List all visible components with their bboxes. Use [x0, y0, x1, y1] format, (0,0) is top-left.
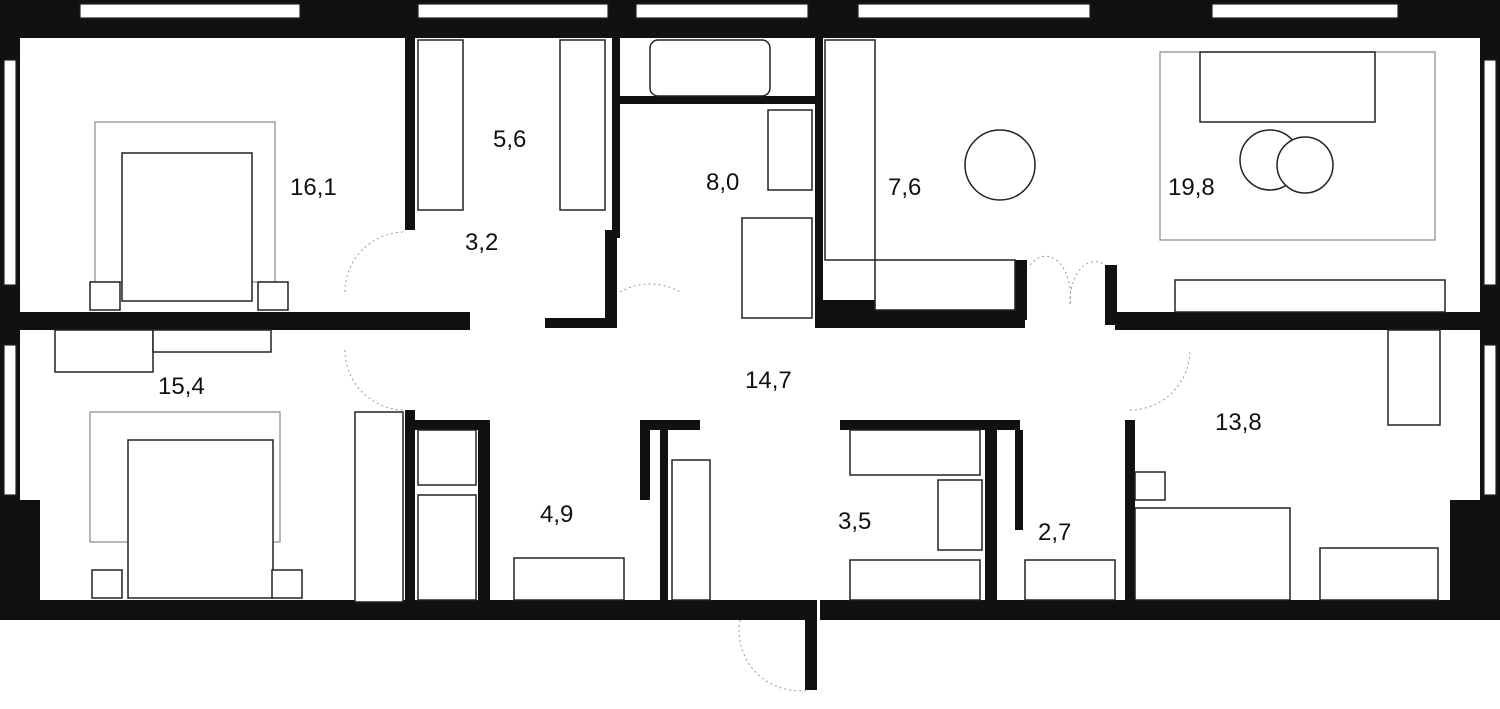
room-area-corridor-1: 3,2: [465, 229, 498, 256]
room-area-hall: 14,7: [745, 367, 792, 394]
kitchen-counter: [824, 39, 876, 261]
bathtub-icon: [649, 39, 771, 97]
sofa-icon: [1199, 51, 1376, 123]
dining-table-icon: [964, 129, 1036, 201]
bed-icon: [127, 439, 274, 599]
shower-icon: [417, 494, 477, 601]
room-labels: 16,1 5,6 8,0 7,6 19,8 3,2 15,4 14,7 13,8…: [158, 126, 1262, 546]
room-area-wardrobe-2: 3,5: [838, 508, 871, 535]
room-area-bedroom-1: 16,1: [290, 174, 337, 201]
room-area-bedroom-2: 15,4: [158, 373, 205, 400]
bed-icon: [1134, 507, 1291, 601]
room-area-wardrobe-1: 5,6: [493, 126, 526, 153]
room-area-bedroom-3: 13,8: [1215, 409, 1262, 436]
room-area-bathroom-1: 8,0: [706, 169, 739, 196]
room-area-living-room: 19,8: [1168, 174, 1215, 201]
room-area-bathroom-3: 2,7: [1038, 519, 1071, 546]
bed-icon: [121, 152, 253, 302]
shower-icon: [741, 217, 813, 319]
windows: [3, 3, 1497, 496]
furniture: [54, 39, 1446, 692]
room-area-kitchen: 7,6: [888, 174, 921, 201]
room-area-bathroom-2: 4,9: [540, 501, 573, 528]
